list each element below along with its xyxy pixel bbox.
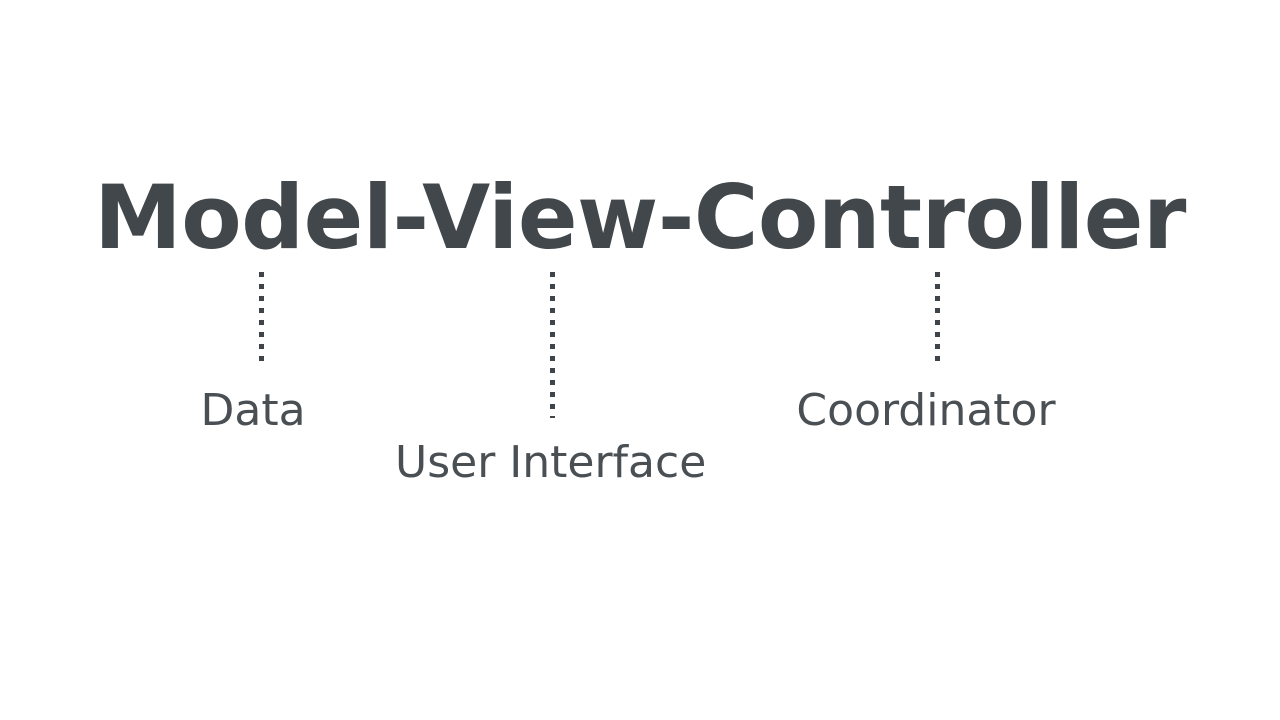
branch-label-view: User Interface xyxy=(395,437,707,488)
dotted-connector-coordinator-icon xyxy=(935,272,940,368)
branch-label-controller: Coordinator xyxy=(796,385,1056,436)
dotted-connector-user-interface-icon xyxy=(550,272,555,418)
dotted-connector-data-icon xyxy=(259,272,264,368)
branch-label-model: Data xyxy=(200,385,306,436)
page-title: Model-View-Controller xyxy=(94,166,1186,269)
